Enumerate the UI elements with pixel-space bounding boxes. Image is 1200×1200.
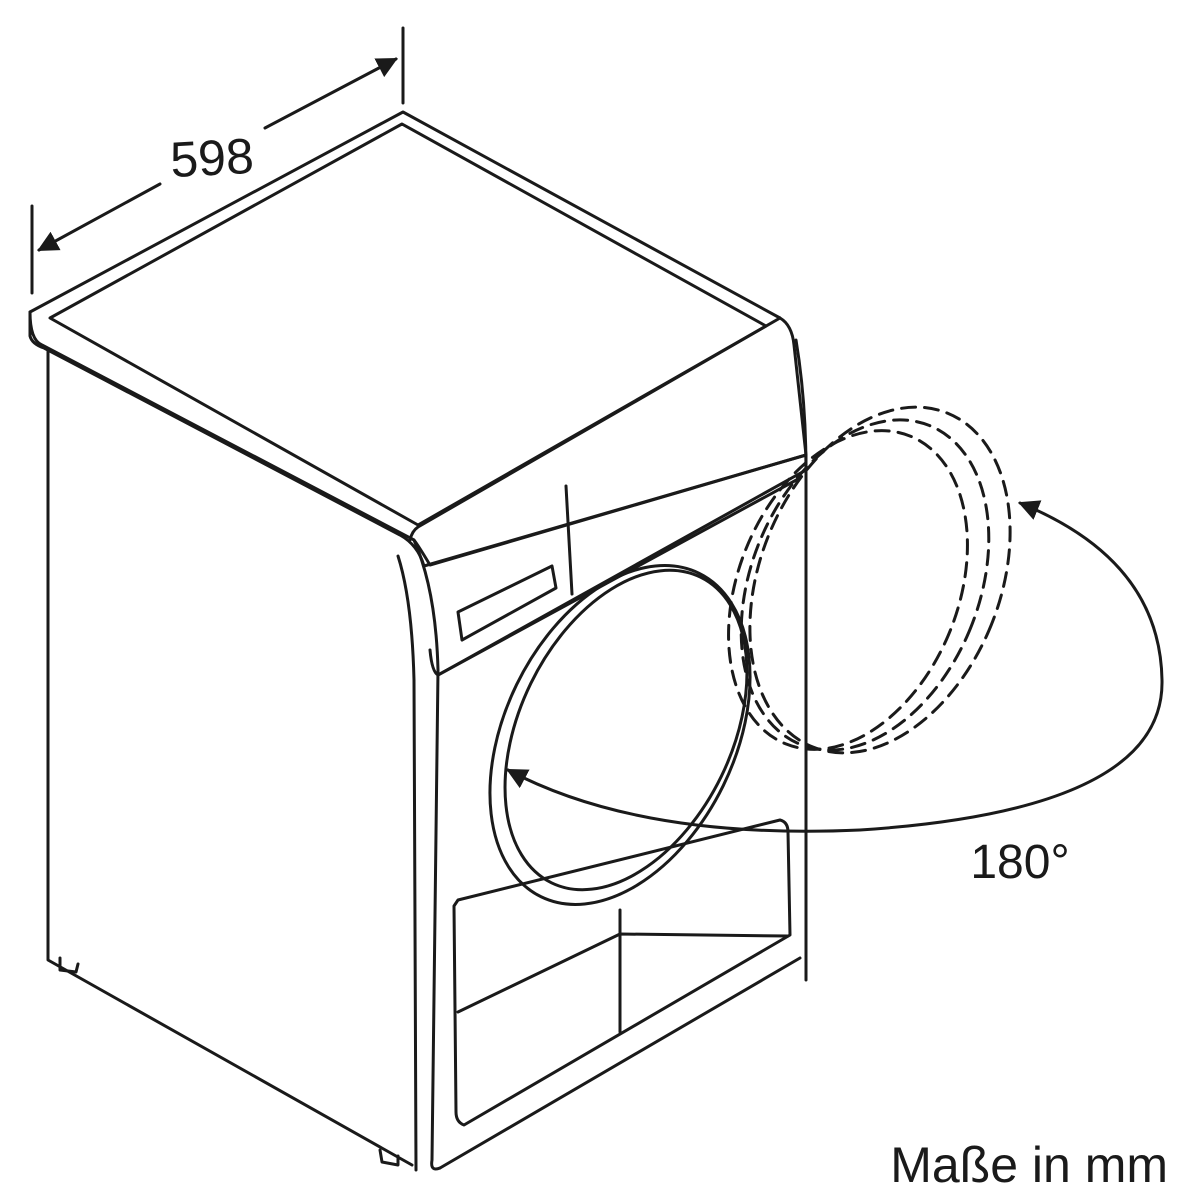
top-plate-front-edge (28, 310, 426, 568)
width-dimension (30, 26, 405, 295)
door-porthole (488, 564, 752, 906)
dimension-arrow-right (263, 57, 398, 130)
service-panel-lower-slot (456, 932, 790, 1014)
bottom-service-panel (452, 818, 792, 1127)
door-angle-label: 180° (970, 836, 1069, 889)
top-plate (28, 110, 808, 567)
control-panel-divider (564, 484, 574, 596)
top-plate-right-edge (408, 316, 782, 542)
dryer-cabinet (28, 110, 808, 1172)
door-outer-ring (488, 564, 752, 906)
bottom-front-edge (438, 956, 802, 1170)
front-right-edge (794, 338, 808, 982)
door-rotation-arrow (506, 500, 1164, 833)
dimension-arrow-left (37, 182, 162, 252)
left-side-panel (46, 348, 414, 1167)
width-dimension-label: 598 (169, 128, 255, 188)
units-note: Maße in mm (890, 1137, 1168, 1193)
display-window (456, 564, 558, 642)
foot-left (58, 956, 80, 974)
service-panel-outline (452, 818, 792, 1127)
front-left-edge (396, 554, 418, 1172)
front-corner-curve (412, 538, 442, 1171)
foot-front (378, 1148, 400, 1167)
